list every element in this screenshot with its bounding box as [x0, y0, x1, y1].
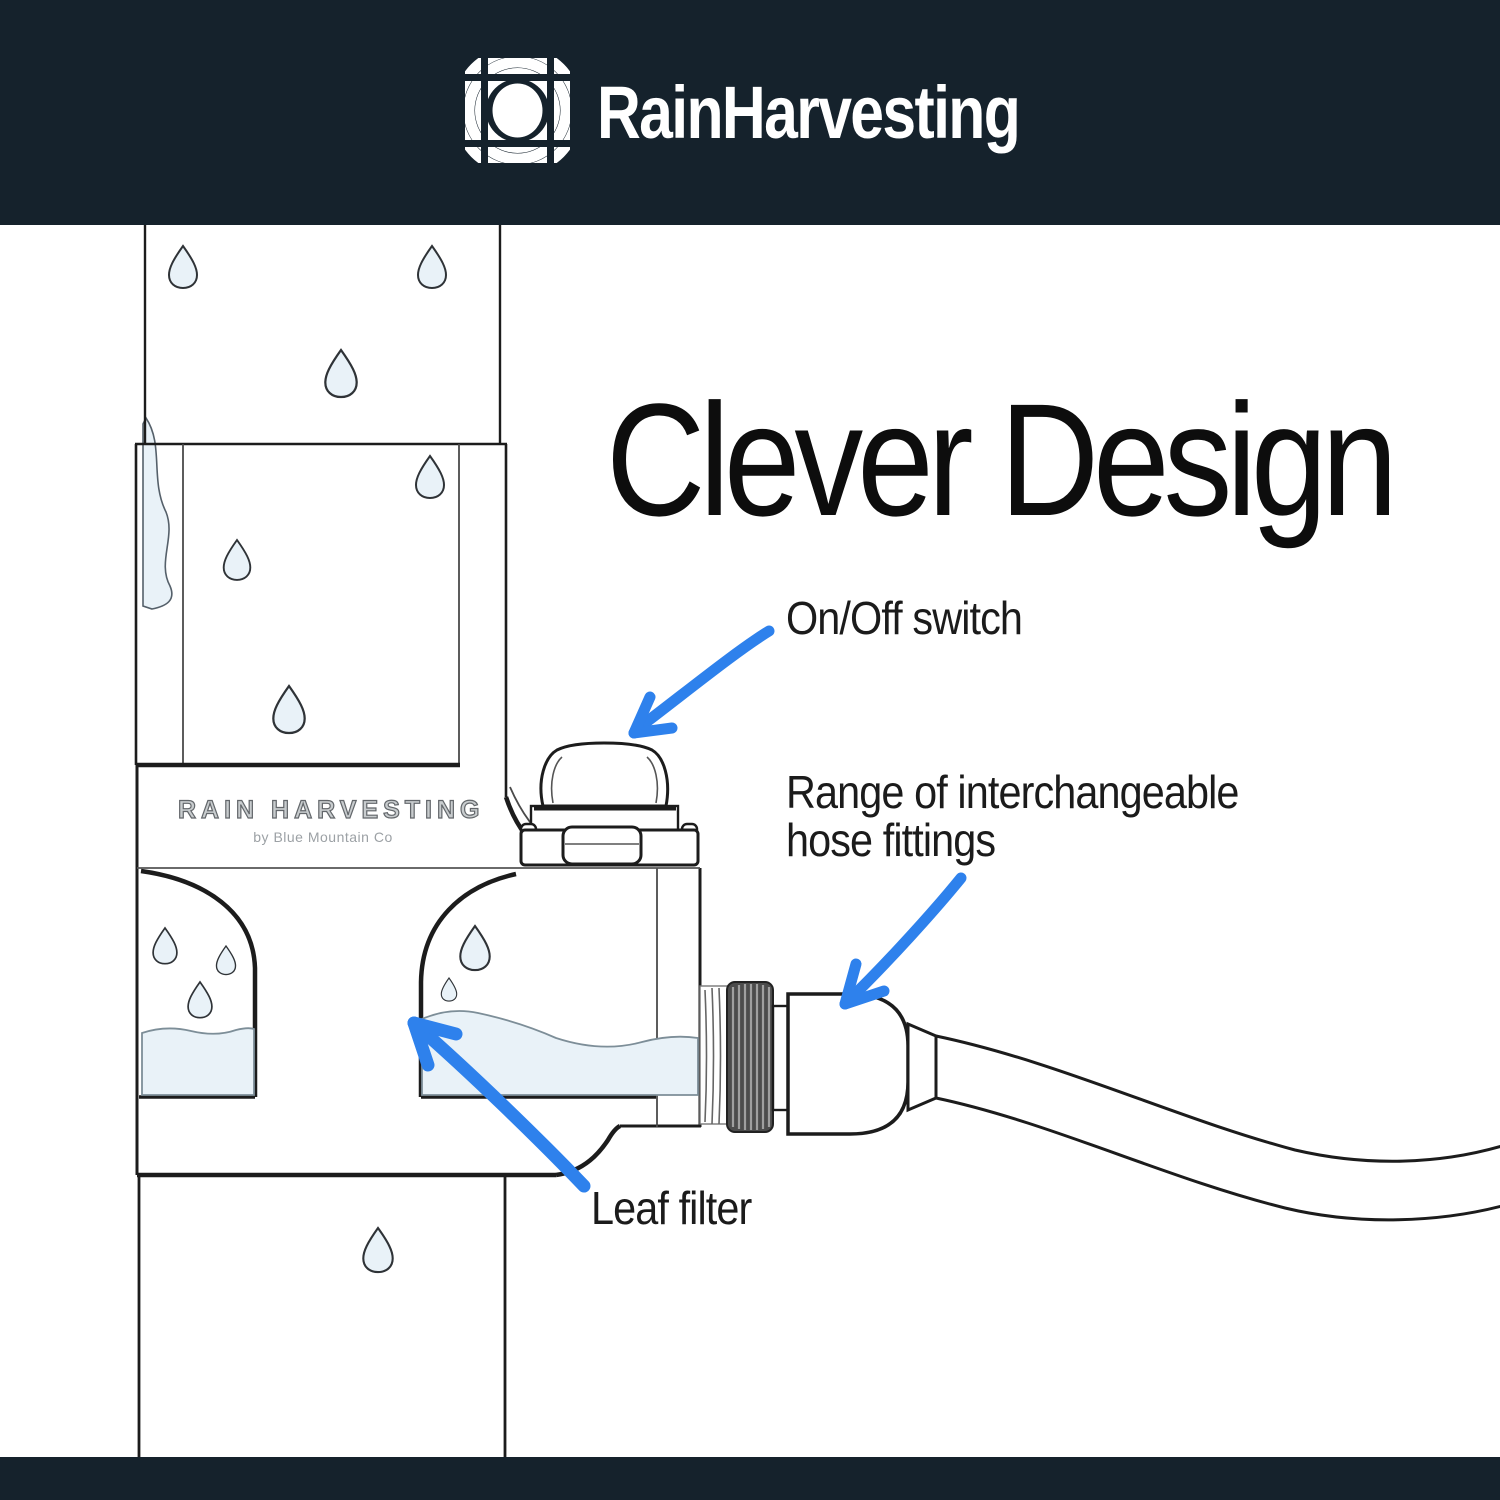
callout-arrows: [407, 625, 967, 1193]
annotation-hose-fittings: Range of interchangeable hose fittings: [786, 768, 1239, 864]
rain-drops: [152, 245, 491, 1274]
annotation-hose-fittings-line1: Range of interchangeable: [786, 766, 1239, 818]
filter-arrow-icon: [407, 1016, 591, 1193]
onoff-arrow-icon: [628, 625, 775, 739]
water-left-chamber: [141, 1027, 255, 1096]
downpipe-upper: [143, 225, 502, 444]
annotation-onoff-switch: On/Off switch: [786, 592, 1023, 644]
device-brand-name: RAIN HARVESTING: [177, 795, 485, 824]
switch-knob: [539, 741, 670, 808]
gem-logo-icon: [465, 58, 570, 163]
collected-water: [141, 1010, 699, 1096]
downpipe-lower: [137, 1175, 507, 1457]
page-title: Clever Design: [606, 370, 1398, 549]
wet-streak: [142, 416, 173, 610]
header-band: [0, 0, 1500, 225]
hose: [935, 1034, 1500, 1222]
fittings-arrow-icon: [839, 872, 967, 1010]
footer-band: [0, 1457, 1500, 1500]
leaf-filter-funnel: [139, 868, 656, 1099]
device-brand-label: RAIN HARVESTING by Blue Mountain Co: [177, 795, 485, 845]
device-brand-byline: by Blue Mountain Co: [253, 829, 393, 845]
brand-wordmark: RainHarvesting: [597, 71, 1021, 154]
annotation-leaf-filter: Leaf filter: [591, 1182, 752, 1234]
onoff-switch: [519, 741, 700, 867]
downpipe-coupling: [134, 442, 508, 797]
switch-front-tab: [561, 825, 643, 866]
annotation-hose-fittings-line2: hose fittings: [786, 814, 996, 866]
water-main-chamber: [421, 1010, 699, 1096]
outlet-thread: [699, 985, 729, 1125]
hose-fitting: [771, 992, 938, 1136]
knurled-nut: [726, 981, 774, 1133]
